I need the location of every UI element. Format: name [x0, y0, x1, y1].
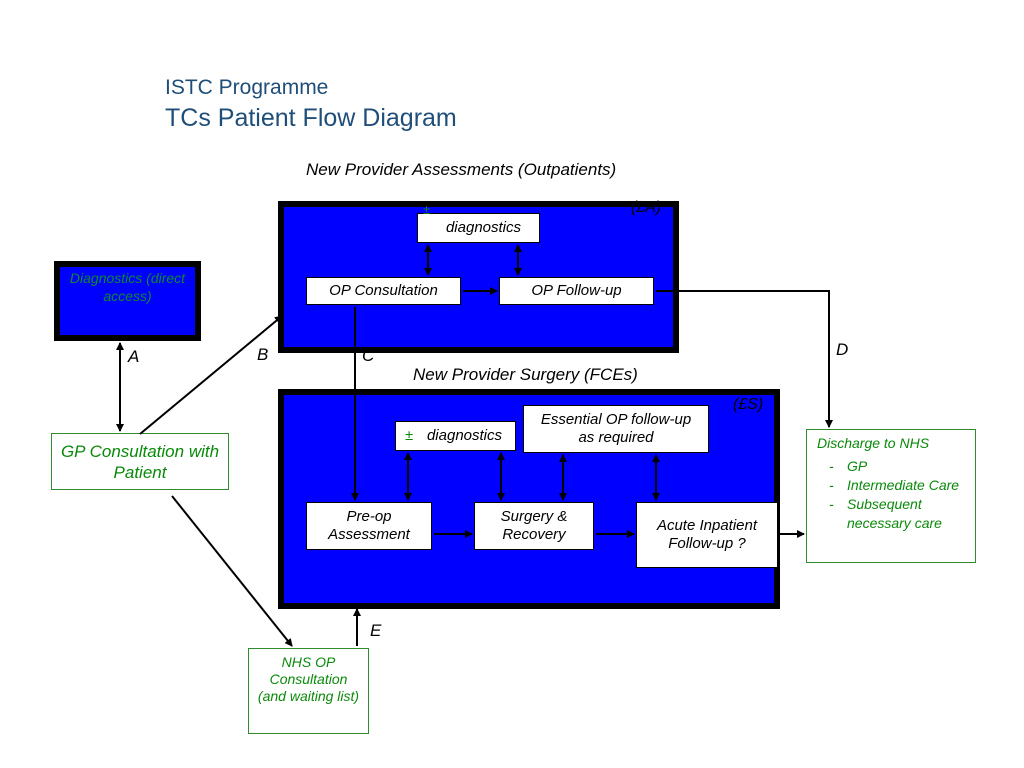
essential-followup-label: Essential OP follow-up as required	[540, 411, 692, 446]
letter-c: C	[362, 346, 375, 365]
acute-followup-box: Acute Inpatient Follow-up ?	[636, 502, 778, 568]
letter-b: B	[257, 345, 269, 364]
letter-e: E	[370, 621, 382, 640]
nhs-op-label: NHS OP Consultation (and waiting list)	[257, 654, 360, 704]
assessments-diagnostics-box: diagnostics	[417, 213, 540, 243]
preop-box: Pre-op Assessment	[306, 502, 432, 550]
assessments-caption: New Provider Assessments (Outpatients)	[306, 160, 617, 179]
discharge-item: GP	[817, 457, 969, 476]
gp-consultation-box: GP Consultation with Patient	[51, 433, 229, 490]
assessments-code: (£A)	[631, 199, 662, 216]
discharge-list: GP Intermediate Care Subsequent necessar…	[817, 457, 969, 533]
letter-a: A	[128, 347, 140, 366]
title-line-1: ISTC Programme	[165, 76, 329, 99]
op-consultation-label: OP Consultation	[329, 282, 438, 299]
surgery-plus-sign: ±	[405, 427, 414, 444]
discharge-item: Subsequent necessary care	[817, 495, 969, 533]
diagnostics-direct-box	[54, 261, 201, 341]
essential-followup-box: Essential OP follow-up as required	[523, 405, 709, 453]
op-followup-label: OP Follow-up	[531, 282, 622, 299]
surgery-recovery-label: Surgery & Recovery	[500, 508, 568, 543]
surgery-caption: New Provider Surgery (FCEs)	[413, 365, 638, 384]
arrow-d	[656, 290, 833, 428]
arrow-b	[139, 315, 283, 435]
acute-followup-label: Acute Inpatient Follow-up ?	[656, 517, 758, 552]
gp-consultation-label: GP Consultation with Patient	[60, 442, 220, 482]
assessments-plus-sign: ±	[423, 202, 431, 217]
discharge-title: Discharge to NHS	[817, 435, 930, 451]
nhs-op-box: NHS OP Consultation (and waiting list)	[248, 648, 369, 734]
op-followup-box: OP Follow-up	[499, 277, 654, 305]
surgery-recovery-box: Surgery & Recovery	[474, 502, 594, 550]
title-line-2: TCs Patient Flow Diagram	[165, 104, 457, 132]
discharge-box: Discharge to NHS GP Intermediate Care Su…	[806, 429, 976, 563]
diagnostics-direct-label: Diagnostics (direct access)	[69, 270, 186, 304]
surgery-code: (£S)	[733, 396, 764, 413]
arrow-gp-nhs	[171, 495, 293, 647]
letter-d: D	[836, 340, 849, 359]
discharge-item: Intermediate Care	[817, 476, 969, 495]
surgery-diagnostics-box: diagnostics	[395, 421, 516, 451]
assessments-diagnostics-label: diagnostics	[445, 219, 522, 236]
surgery-diagnostics-label: diagnostics	[426, 427, 503, 444]
preop-label: Pre-op Assessment	[328, 508, 410, 543]
op-consultation-box: OP Consultation	[306, 277, 461, 305]
